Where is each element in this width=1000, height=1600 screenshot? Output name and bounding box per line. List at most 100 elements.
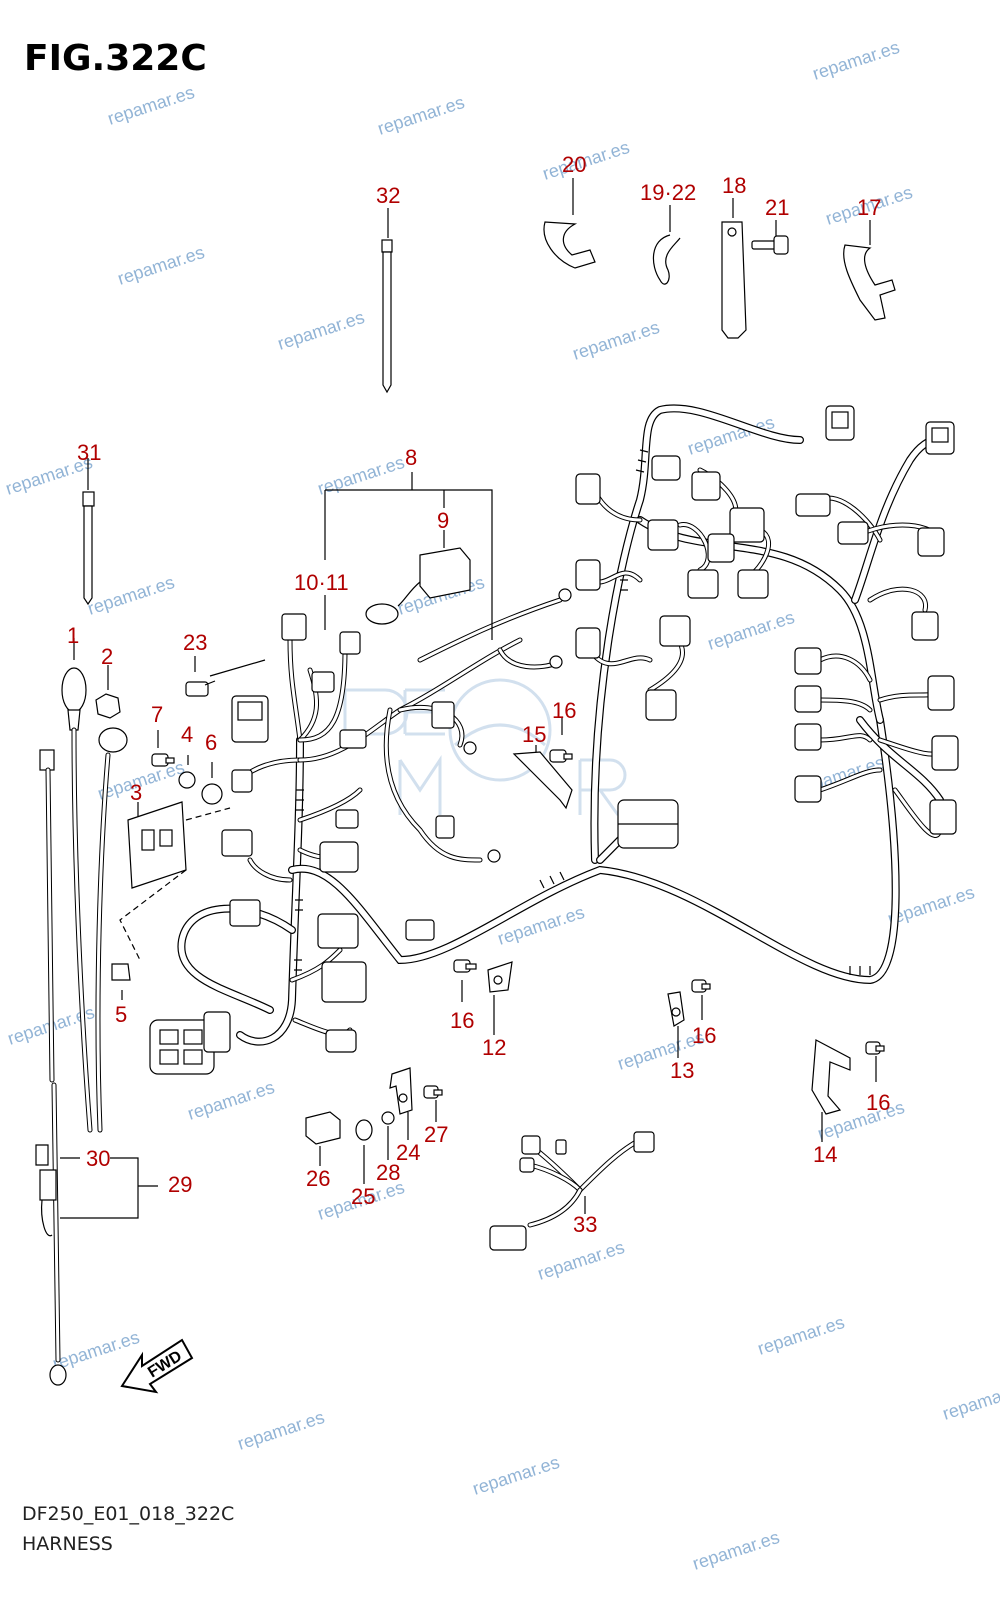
connector-mid-2 <box>794 685 822 713</box>
watermark: repamar.es <box>115 242 207 289</box>
repamar-logo-watermark <box>343 678 627 816</box>
connector-upper-j <box>229 899 261 927</box>
callout-10-11: 10·11 <box>294 570 349 595</box>
watermark: repamar.es <box>810 37 902 84</box>
part-28-grommet <box>381 1111 395 1160</box>
connector-top-2 <box>575 559 601 591</box>
part-12-clamp <box>487 961 513 1035</box>
callout-29: 29 <box>168 1172 192 1197</box>
connector-big-mid <box>617 799 679 849</box>
callout-24: 24 <box>396 1140 420 1165</box>
connector-upper-g <box>335 809 359 829</box>
part-7-bolt <box>151 730 175 767</box>
callout-28: 28 <box>376 1160 400 1185</box>
callout-14: 14 <box>813 1142 837 1167</box>
part-13-clamp <box>667 991 685 1058</box>
section-name: HARNESS <box>22 1533 113 1555</box>
part-16-bolt-c <box>691 979 711 1020</box>
part-3-bracket <box>119 801 231 961</box>
part-16-bolt-d <box>865 1041 885 1082</box>
connector-c7 <box>737 569 769 599</box>
ring-terminal <box>558 588 572 602</box>
part-20-clamp <box>543 178 596 269</box>
watermark: repamar.es <box>755 1312 847 1359</box>
watermark: repamar.es <box>375 92 467 139</box>
connector-c9 <box>645 689 677 721</box>
watermark: repamar.es <box>940 1377 1000 1424</box>
callout-25: 25 <box>351 1184 375 1209</box>
callout-8: 8 <box>405 445 417 470</box>
callout-5: 5 <box>115 1002 127 1027</box>
callout-19-22: 19·22 <box>640 180 696 205</box>
callout-3: 3 <box>130 780 142 805</box>
connector-right-2 <box>925 421 955 455</box>
connector-c2 <box>691 471 721 501</box>
connector-top-1 <box>575 473 601 505</box>
connector-upper-k <box>431 701 455 729</box>
callout-18: 18 <box>722 173 746 198</box>
callout-20: 20 <box>562 152 586 177</box>
connector-c4 <box>729 507 765 543</box>
part-8-bracket <box>324 472 493 640</box>
part-4-grommet <box>178 755 196 789</box>
callout-7: 7 <box>151 702 163 727</box>
part-2-nut <box>95 665 121 719</box>
connector-right-1 <box>825 405 855 441</box>
watermark: repamar.es <box>50 1327 142 1374</box>
callout-27: 27 <box>424 1122 448 1147</box>
part-6-grommet <box>201 762 223 805</box>
connector-top-3 <box>575 627 601 659</box>
part-cable-ring <box>95 727 128 1133</box>
callout-16: 16 <box>692 1023 716 1048</box>
part-33-sub-harness <box>489 1131 655 1251</box>
figure-title: FIG.322C <box>24 38 207 79</box>
callout-33: 33 <box>573 1212 597 1237</box>
part-21-bolt <box>751 220 789 255</box>
part-27-bolt <box>423 1085 443 1122</box>
connector-right-5 <box>927 675 955 711</box>
connector-c3 <box>647 519 679 551</box>
connector-left-large <box>149 1011 231 1075</box>
callout-17: 17 <box>857 195 881 220</box>
watermark: repamar.es <box>495 902 587 949</box>
connector-c10 <box>795 493 831 517</box>
connector-lower-1 <box>317 913 359 949</box>
watermark: repamar.es <box>275 307 367 354</box>
callout-6: 6 <box>205 730 217 755</box>
part-9-relay <box>365 530 471 625</box>
connector-c5 <box>707 533 735 563</box>
callouts: 1 2 3 4 5 6 7 8 9 10·11 12 13 14 15 16 1… <box>67 152 890 1237</box>
callout-26: 26 <box>306 1166 330 1191</box>
part-24-clamp <box>389 1067 413 1140</box>
callout-32: 32 <box>376 183 400 208</box>
watermark: repamar.es <box>315 452 407 499</box>
connector-upper-h <box>319 841 359 873</box>
connector-upper-c <box>339 631 361 655</box>
part-31-cable-tie <box>82 458 95 606</box>
part-17-clamp <box>843 220 896 321</box>
connector-upper-d <box>311 671 335 693</box>
callout-12: 12 <box>482 1035 506 1060</box>
connector-right-3 <box>917 527 945 557</box>
connector-c8 <box>659 615 691 647</box>
callout-16: 16 <box>552 698 576 723</box>
part-16-bolt-a <box>549 718 573 763</box>
part-18-strap <box>721 198 747 339</box>
connector-lower-2 <box>321 961 367 1003</box>
callout-13: 13 <box>670 1058 694 1083</box>
connector-mid-3 <box>794 723 822 751</box>
connector-upper-b <box>281 613 307 641</box>
connector-right-6 <box>931 735 959 771</box>
watermark: repamar.es <box>85 572 177 619</box>
part-30-cable <box>35 749 67 1386</box>
part-16-bolt-b <box>453 959 477 1002</box>
model-code: DF250_E01_018_322C <box>22 1503 235 1525</box>
harness-connectors <box>149 405 959 1075</box>
leader-23 <box>209 659 266 677</box>
connector-upper-m <box>405 919 435 941</box>
watermark: repamar.es <box>470 1452 562 1499</box>
connector-c1 <box>651 455 681 481</box>
connector-upper-f <box>339 729 367 749</box>
connector-mid-4 <box>794 775 822 803</box>
